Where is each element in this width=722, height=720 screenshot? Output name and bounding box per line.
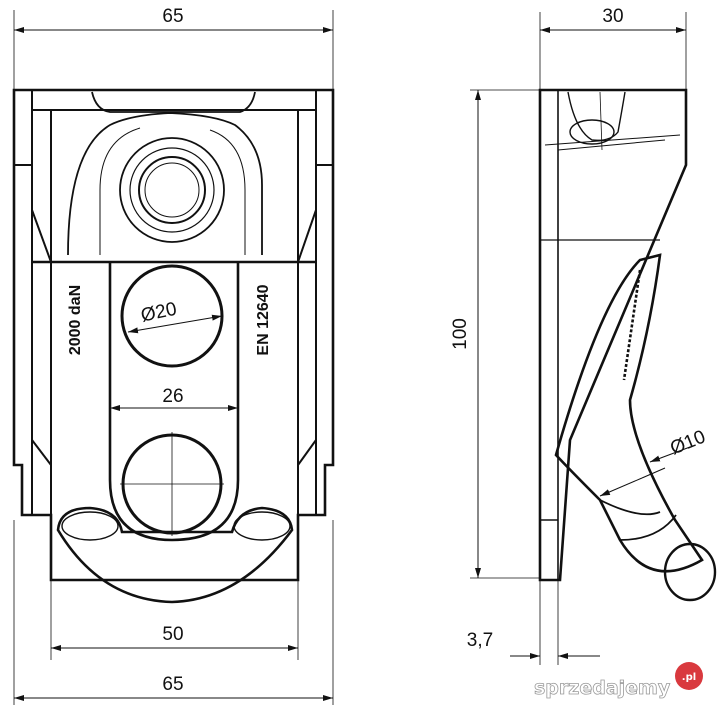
side-rails <box>14 90 333 515</box>
watermark-text: sprzedajemy <box>534 677 671 699</box>
watermark-suffix: .pl <box>682 672 696 683</box>
side-extension-lines <box>470 12 687 665</box>
dim-bottom-65: 65 <box>162 674 183 695</box>
dim-base-50: 50 <box>162 624 183 645</box>
dim-side-100: 100 <box>450 318 471 350</box>
boss <box>119 137 225 243</box>
side-plate <box>538 88 688 582</box>
marking-load-rating: 2000 daN <box>67 285 84 355</box>
side-latch <box>567 91 626 151</box>
dim-top-65: 65 <box>162 6 183 27</box>
dim-line-d10-inner <box>649 446 691 463</box>
latch-section <box>32 91 316 264</box>
hole-d20 <box>120 264 224 368</box>
watermark-badge <box>675 662 703 690</box>
dim-side-d10: Ø10 <box>667 426 708 459</box>
front-view <box>12 10 335 705</box>
dim-hole-d20: Ø20 <box>139 299 179 327</box>
dim-slot-26: 26 <box>162 386 183 407</box>
dim-side-30: 30 <box>602 6 623 27</box>
dim-line-d20 <box>127 314 223 334</box>
lower-hole <box>120 432 224 536</box>
dim-side-3-7: 3,7 <box>467 630 493 651</box>
side-dimension-lines <box>475 27 691 659</box>
slot <box>108 262 240 542</box>
side-hook <box>554 253 717 602</box>
marking-standard: EN 12640 <box>255 284 272 355</box>
dim-line-d10 <box>599 477 643 497</box>
watermark: sprzedajemy .pl <box>534 662 703 699</box>
dimension-lines <box>14 27 333 701</box>
side-view <box>470 12 717 665</box>
hook-base <box>56 506 294 604</box>
